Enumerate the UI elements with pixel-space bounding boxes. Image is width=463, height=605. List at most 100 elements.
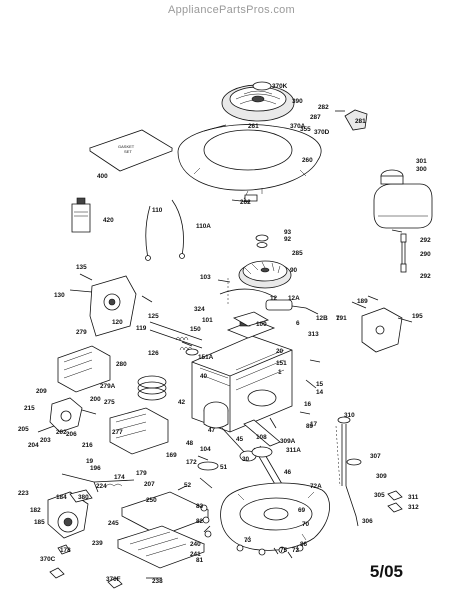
part-number-label: 207 [144, 481, 155, 488]
part-number-label: 42 [178, 399, 186, 406]
part-number-label: 103 [200, 274, 211, 281]
part-number-label: 151 [276, 360, 287, 367]
part-number-label: 240 [190, 541, 201, 548]
part-number-label: 209 [36, 388, 47, 395]
part-number-label: 72A [310, 483, 322, 490]
fuel-line [400, 233, 407, 273]
part-number-label: 110 [152, 207, 163, 214]
gasket-set: GASKET SET [89, 129, 173, 172]
part-number-label: 189 [357, 298, 368, 305]
part-number-label: 69 [298, 507, 306, 514]
part-number-label: 6 [296, 320, 300, 327]
part-number-label: 400 [97, 173, 108, 180]
part-number-label: 290 [420, 251, 431, 258]
part-number-label: 86 [300, 541, 308, 548]
flywheel [238, 234, 292, 289]
part-number-label: 47 [208, 427, 216, 434]
part-number-label: 120 [112, 319, 123, 326]
part-number-label: 205 [18, 426, 29, 433]
brake-bracket [351, 301, 413, 353]
part-number-label: 83 [196, 503, 204, 510]
part-number-label: 280 [116, 361, 127, 368]
part-number-label: 40 [200, 373, 208, 380]
part-number-label: 282 [318, 104, 329, 111]
part-number-label: 305 [374, 492, 385, 499]
part-number-label: 178 [60, 547, 71, 554]
ignition-module [219, 288, 319, 315]
part-number-label: 12 [270, 295, 278, 302]
valve-train [149, 321, 203, 356]
part-number-label: 370C [40, 556, 56, 563]
part-number-label: 275 [104, 399, 115, 406]
part-number-label: 390 [292, 98, 303, 105]
part-number-label: 309 [376, 473, 387, 480]
part-number-label: 108 [256, 434, 267, 441]
part-number-label: 206 [66, 431, 77, 438]
part-number-label: 110A [196, 223, 211, 230]
part-number-label: 309A [280, 438, 296, 445]
revision-date: 5/05 [369, 562, 403, 581]
piston-rings [137, 375, 167, 401]
part-number-label: 30 [242, 456, 250, 463]
part-number-label: 313 [308, 331, 319, 338]
part-number-label: 196 [90, 465, 101, 472]
part-number-label: 287 [310, 114, 321, 121]
coil [232, 311, 270, 327]
part-number-label: 261 [248, 123, 259, 130]
part-number-label: 48 [186, 440, 194, 447]
svg-text:GASKET: GASKET [118, 144, 135, 149]
part-number-label: 239 [92, 540, 103, 547]
part-number-label: 279A [100, 383, 116, 390]
part-number-label: 126 [148, 350, 159, 357]
part-number-label: 216 [82, 442, 93, 449]
part-number-label: 70 [302, 521, 310, 528]
part-number-label: 355 [300, 126, 311, 133]
part-number-label: 119 [136, 325, 147, 332]
crankshaft [243, 419, 283, 487]
part-number-label: 195 [412, 313, 423, 320]
part-number-label: 101 [202, 317, 213, 324]
svg-text:SET: SET [124, 149, 132, 154]
carburetor-adapter [69, 275, 137, 337]
finger-guard [344, 109, 368, 131]
part-number-label: 370F [106, 576, 121, 583]
part-number-label: 19 [86, 458, 94, 465]
part-number-label: 17 [310, 421, 318, 428]
part-number-label: 93 [284, 229, 292, 236]
part-number-label: 185 [34, 519, 45, 526]
part-number-label: 238 [152, 578, 163, 585]
part-number-label: 285 [292, 250, 303, 257]
fuel-tank [373, 169, 433, 229]
part-number-label: 191 [336, 315, 347, 322]
part-number-label: 46 [284, 469, 292, 476]
blower-housing [177, 124, 322, 202]
part-number-label: 184 [56, 494, 67, 501]
part-number-label: 306 [362, 518, 373, 525]
recoil-starter [221, 84, 295, 122]
part-number-label: 174 [114, 474, 125, 481]
part-number-label: 89 [306, 423, 314, 430]
part-number-label: 204 [28, 442, 39, 449]
part-number-label: 14 [316, 389, 324, 396]
part-number-label: 100 [256, 321, 267, 328]
part-number-label: 16 [304, 401, 312, 408]
part-number-label: 260 [302, 157, 313, 164]
part-number-label: 245 [108, 520, 119, 527]
part-number-label: 215 [24, 405, 35, 412]
air-vane [145, 199, 184, 259]
part-number-label: 104 [200, 446, 211, 453]
part-number-label: 277 [112, 429, 123, 436]
part-number-label: 81 [196, 557, 204, 564]
part-number-label: 307 [370, 453, 381, 460]
part-number-label: 12A [288, 295, 300, 302]
part-number-label: 370K [272, 83, 288, 90]
air-cleaner [47, 489, 93, 539]
part-number-label: 301 [416, 158, 427, 165]
part-number-label: 72 [292, 547, 300, 554]
part-number-label: 52 [184, 482, 192, 489]
part-number-label: 182 [30, 507, 41, 514]
part-number-label: 150 [190, 326, 201, 333]
air-filter-housing [116, 491, 210, 569]
part-number-label: 169 [166, 452, 177, 459]
